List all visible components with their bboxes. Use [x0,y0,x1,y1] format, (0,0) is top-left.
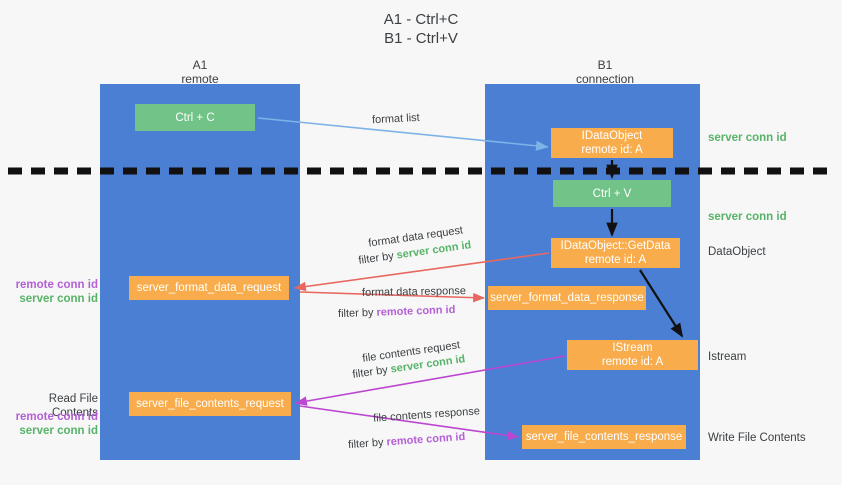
label-istream: Istream [708,351,747,363]
column-a1-role: remote [181,72,219,86]
label-server-conn-id-top: server conn id [708,132,787,144]
column-b1-role: connection [575,72,635,86]
label-server-conn-id-left-bottom: server conn id [19,425,98,437]
title-line-1: A1 - Ctrl+C [383,11,459,28]
label-group-conn-ids-top: remote conn id server conn id [8,278,98,306]
node-ctrl-v[interactable]: Ctrl + V [553,180,671,207]
node-server-format-data-request[interactable]: server_format_data_request [129,276,289,300]
label-remote-conn-id-top: remote conn id [15,279,98,291]
node-istream-remote-id: remote id: A [601,356,664,368]
arrow-file-contents-request [294,355,566,406]
label-dataobject: DataObject [708,246,766,258]
filter-prefix: filter by [347,436,387,452]
node-server-file-contents-response-label: server_file_contents_response [525,431,683,443]
label-server-conn-id-left-top: server conn id [19,293,98,305]
node-idataobject[interactable]: IDataObject remote id: A [551,128,673,158]
column-b1-name: B1 [597,58,613,72]
node-server-file-contents-response[interactable]: server_file_contents_response [522,425,686,449]
arrow-format-list [257,117,549,151]
title-line-2: B1 - Ctrl+V [384,30,458,47]
node-istream-label: IStream [612,342,653,354]
header-rule-a1 [100,84,300,86]
node-ctrl-v-label: Ctrl + V [592,187,632,200]
label-remote-conn-id-bottom: remote conn id [15,411,98,423]
node-ctrl-c-label: Ctrl + C [175,111,215,124]
column-a1-name: A1 [192,58,208,72]
node-idataobject-getdata[interactable]: IDataObject::GetData remote id: A [551,238,680,268]
node-getdata-label: IDataObject::GetData [560,240,671,252]
arrow-label-format-data-response: format data response [361,285,467,299]
arrow-getdata-to-istream [639,269,684,338]
arrow-label-format-list: format list [371,111,420,127]
column-header-b1: B1 connection [525,58,685,86]
filter-prefix: filter by [337,306,377,321]
node-idataobject-label: IDataObject [581,130,643,142]
label-server-conn-id-mid: server conn id [708,211,787,223]
arrow-format-data-response [299,291,486,303]
diagram-title: A1 - Ctrl+C B1 - Ctrl+V [0,10,842,48]
label-write-file-contents: Write File Contents [708,432,806,444]
column-header-a1: A1 remote [120,58,280,86]
node-server-format-data-response-label: server_format_data_response [490,292,644,304]
filter-value-remote-conn-id: remote conn id [376,303,456,319]
node-istream[interactable]: IStream remote id: A [567,340,698,370]
header-rule-b1 [485,84,700,86]
node-server-file-contents-request-label: server_file_contents_request [136,398,284,410]
node-server-format-data-request-label: server_format_data_request [136,282,282,294]
node-server-file-contents-request[interactable]: server_file_contents_request [129,392,291,416]
label-group-conn-ids-bottom: remote conn id server conn id [8,410,98,438]
node-getdata-remote-id: remote id: A [584,254,647,266]
node-idataobject-remote-id: remote id: A [581,144,643,156]
node-ctrl-c[interactable]: Ctrl + C [135,104,255,131]
arrow-file-contents-response [299,405,520,441]
node-server-format-data-response[interactable]: server_format_data_response [488,286,646,310]
label-read-file-contents: Read File Contents [48,393,98,419]
arrow-format-data-request [293,252,550,292]
